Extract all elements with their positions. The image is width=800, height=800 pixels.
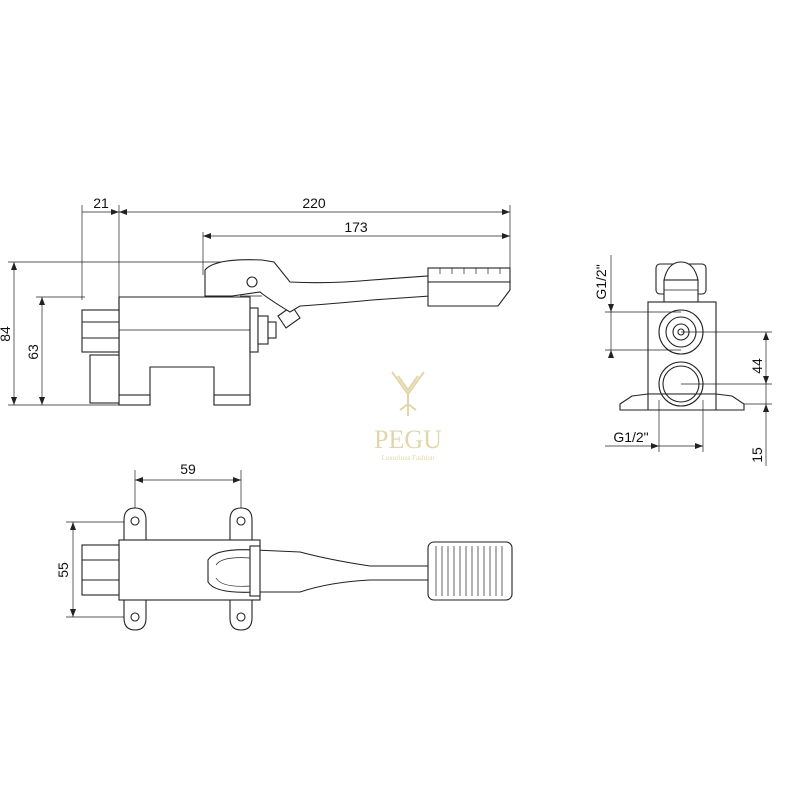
top-view: 59 55 [55, 461, 513, 631]
watermark-brand: PEGU [374, 425, 442, 454]
watermark-logo-icon [391, 371, 425, 416]
pad-grooves [435, 546, 503, 596]
dim-21-label: 21 [93, 195, 109, 211]
front-view: G1/2" 44 15 G1/2" [593, 255, 772, 466]
dim-173-label: 173 [344, 219, 368, 235]
dim-59-label: 59 [180, 461, 196, 477]
dim-44-label: 44 [749, 358, 765, 374]
dim-220-label: 220 [302, 195, 326, 211]
side-view: 21 220 173 84 63 [0, 195, 511, 406]
thread-upper-label: G1/2" [593, 264, 609, 299]
dim-84-label: 84 [0, 326, 13, 342]
pegu-watermark: PEGU Luxurious Fashion [374, 371, 442, 462]
dim-63-label: 63 [25, 344, 41, 360]
dim-15-label: 15 [749, 447, 765, 463]
watermark-tagline: Luxurious Fashion [382, 454, 435, 462]
thread-lower-label: G1/2" [613, 429, 648, 445]
pedal-ribs [439, 268, 501, 274]
dim-55-label: 55 [55, 562, 71, 578]
